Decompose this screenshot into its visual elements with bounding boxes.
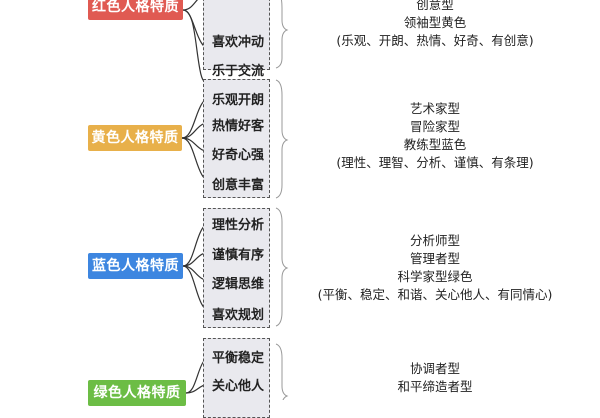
blue-traits-box: 理性分析 谨慎有序 逻辑思维 喜欢规划 (203, 208, 270, 328)
yellow-description: 艺术家型 冒险家型 教练型蓝色 (理性、理智、分析、谨慎、有条理) (285, 100, 585, 172)
description-line: 科学家型绿色 (397, 269, 473, 284)
trait-item: 平衡稳定 (212, 351, 265, 366)
trait-item: 好奇心强 (212, 148, 265, 163)
trait-item: 关心他人 (212, 379, 265, 394)
description-line: 教练型蓝色 (403, 137, 467, 152)
description-line: 分析师型 (409, 233, 460, 248)
yellow-personality-label: 黄色人格特质 (88, 125, 182, 151)
trait-item: 乐于交流 (212, 64, 265, 79)
description-line: 创意型 (416, 0, 454, 12)
description-line: 领袖型黄色 (403, 15, 467, 30)
description-line: 艺术家型 (409, 101, 460, 116)
blue-description: 分析师型 管理者型 科学家型绿色 (平衡、稳定、和谐、关心他人、有同情心) (285, 232, 585, 304)
trait-item: 热情好客 (212, 119, 265, 134)
personality-mindmap: 红色人格特质 喜欢冲动 乐于交流 创意型 领袖型黄色 (乐观、开朗、热情、好奇、… (88, 0, 585, 418)
trait-item: 喜欢冲动 (212, 35, 265, 50)
green-description: 协调者型 和平缔造者型 (285, 360, 585, 396)
description-line: (平衡、稳定、和谐、关心他人、有同情心) (317, 287, 553, 302)
green-personality-label: 绿色人格特质 (88, 380, 186, 406)
description-line: 协调者型 (409, 361, 460, 376)
trait-item: 理性分析 (212, 218, 265, 233)
red-personality-label: 红色人格特质 (88, 0, 183, 20)
red-traits-box: 喜欢冲动 乐于交流 (203, 0, 270, 79)
description-line: (理性、理智、分析、谨慎、有条理) (336, 155, 534, 170)
trait-item: 创意丰富 (212, 178, 265, 193)
red-description: 创意型 领袖型黄色 (乐观、开朗、热情、好奇、有创意) (285, 0, 585, 50)
trait-item: 乐观开朗 (212, 93, 265, 108)
trait-item: 喜欢规划 (212, 308, 265, 323)
description-line: (乐观、开朗、热情、好奇、有创意) (336, 33, 534, 48)
description-line: 管理者型 (409, 251, 460, 266)
description-line: 和平缔造者型 (397, 379, 473, 394)
yellow-traits-box: 乐观开朗 热情好客 好奇心强 创意丰富 (203, 79, 270, 198)
description-line: 冒险家型 (409, 119, 460, 134)
blue-personality-label: 蓝色人格特质 (88, 253, 183, 279)
connector-lines (181, 0, 289, 400)
green-traits-box: 平衡稳定 关心他人 (203, 338, 270, 418)
trait-item: 谨慎有序 (212, 248, 265, 263)
trait-item: 逻辑思维 (212, 277, 265, 292)
